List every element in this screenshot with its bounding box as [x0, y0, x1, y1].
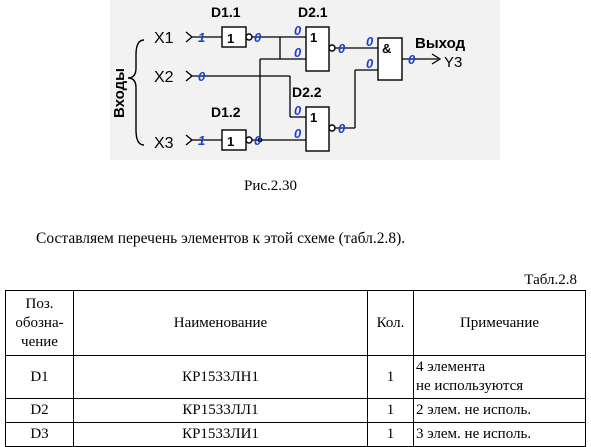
input-x3-label: X3	[154, 135, 174, 152]
parts-list-table: Поз. обозна- чение Наименование Кол. При…	[5, 290, 586, 447]
inverter-bubble-d1-1	[245, 33, 253, 41]
gate-d1-1-symbol: 1	[227, 31, 234, 46]
ref-d1-1: D1.1	[211, 4, 241, 20]
table-label: Табл.2.8	[524, 272, 577, 288]
level-d22-out: 0	[338, 121, 346, 136]
gate-and	[377, 37, 403, 81]
cell-position: D3	[5, 422, 74, 447]
cell-name: КР1533ЛН1	[73, 355, 368, 399]
level-and-in-a: 0	[366, 34, 374, 49]
cell-quantity: 1	[367, 355, 414, 399]
cell-note: 3 элем. не исполь.	[413, 422, 586, 447]
cell-note: 2 элем. не исполь.	[413, 398, 586, 423]
table-row: D3 КР1533ЛИ1 1 3 элем. не исполь.	[5, 422, 586, 447]
gate-d2-2-symbol: 1	[310, 110, 317, 125]
figure-caption: Рис.2.30	[244, 178, 298, 194]
input-x2-label: X2	[154, 69, 174, 86]
intro-paragraph: Составляем перечень элементов к этой схе…	[36, 230, 406, 247]
level-and-in-b: 0	[366, 56, 374, 71]
cell-quantity: 1	[367, 398, 414, 423]
header-note: Примечание	[413, 290, 586, 356]
input-x3-arrow	[185, 134, 194, 146]
cell-name: КР1533ЛИ1	[73, 422, 368, 447]
level-and-out: 0	[408, 52, 416, 67]
table-header-row: Поз. обозна- чение Наименование Кол. При…	[5, 290, 586, 356]
level-x2: 0	[198, 69, 206, 84]
diagram-background	[110, 0, 500, 160]
output-y3-label: Y3	[444, 54, 462, 71]
inputs-brace	[127, 39, 145, 146]
cell-quantity: 1	[367, 422, 414, 447]
cell-note: 4 элемента не используются	[413, 355, 586, 399]
level-x1: 1	[198, 30, 205, 45]
level-d12-out: 0	[254, 133, 262, 148]
cell-position: D1	[5, 355, 74, 399]
level-d21-out: 0	[338, 41, 346, 56]
level-x3: 1	[198, 133, 205, 148]
output-arrow	[431, 53, 442, 65]
level-d22-in-b: 0	[294, 126, 302, 141]
table-row: D2 КР1533ЛЛ1 1 2 элем. не исполь.	[5, 398, 586, 423]
header-quantity: Кол.	[367, 290, 414, 356]
cell-name: КР1533ЛЛ1	[73, 398, 368, 423]
output-label: Выход	[415, 35, 466, 52]
level-d21-in-b: 0	[294, 45, 302, 60]
gate-d2-1-symbol: 1	[310, 30, 317, 45]
level-d21-in-a: 0	[294, 23, 302, 38]
input-x2-arrow	[185, 70, 194, 82]
level-d22-in-a: 0	[294, 103, 302, 118]
input-x1-arrow	[185, 31, 194, 43]
inputs-label: Входы	[111, 68, 128, 118]
inverter-bubble-d1-2	[245, 136, 253, 144]
table-row: D1 КР1533ЛН1 1 4 элемента не используютс…	[5, 355, 586, 399]
gate-and-symbol: &	[382, 41, 391, 56]
ref-d2-1: D2.1	[298, 4, 328, 20]
junction-dot	[257, 137, 263, 143]
gate-d1-2-symbol: 1	[227, 134, 234, 149]
inverter-bubble-d2-2	[328, 124, 336, 132]
cell-position: D2	[5, 398, 74, 423]
ref-d2-2: D2.2	[292, 84, 322, 100]
input-x1-label: X1	[154, 30, 174, 47]
logic-circuit-diagram: Входы X1 X2 X3	[111, 4, 466, 152]
inverter-bubble-d2-1	[328, 44, 336, 52]
header-name: Наименование	[73, 290, 368, 356]
level-d11-out: 0	[254, 30, 262, 45]
header-position: Поз. обозна- чение	[5, 290, 74, 356]
ref-d1-2: D1.2	[211, 104, 241, 120]
